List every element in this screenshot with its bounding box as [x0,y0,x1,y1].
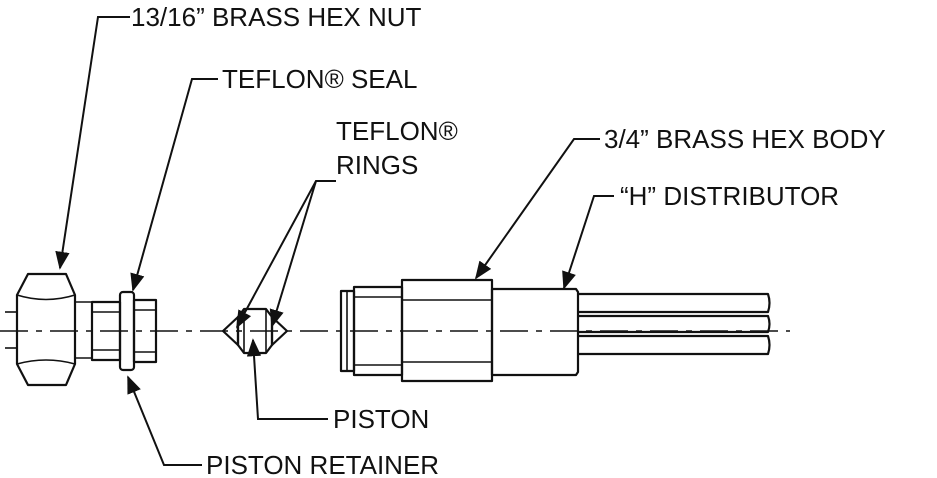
label-hex-nut: 13/16” BRASS HEX NUT [131,2,422,32]
label-piston: PISTON [333,404,429,434]
leader-piston [246,338,328,420]
label-teflon-rings-line2: RINGS [336,150,418,180]
piston-retainer [132,298,158,364]
label-teflon-rings-line1: TEFLON® [336,116,458,146]
leader-piston-retainer [127,375,202,466]
leader-distributor [562,195,614,290]
leader-hex-body [474,138,600,280]
hex-body [339,278,580,383]
leader-hex-nut [55,16,130,270]
label-teflon-seal: TEFLON® SEAL [222,64,417,94]
hex-nut [5,272,92,387]
leader-teflon-seal [130,78,218,292]
leader-teflon-rings [236,180,336,329]
h-distributor [578,292,771,356]
label-hex-body: 3/4” BRASS HEX BODY [604,124,886,154]
label-distributor: “H” DISTRIBUTOR [620,181,839,211]
label-piston-retainer: PISTON RETAINER [206,450,439,478]
